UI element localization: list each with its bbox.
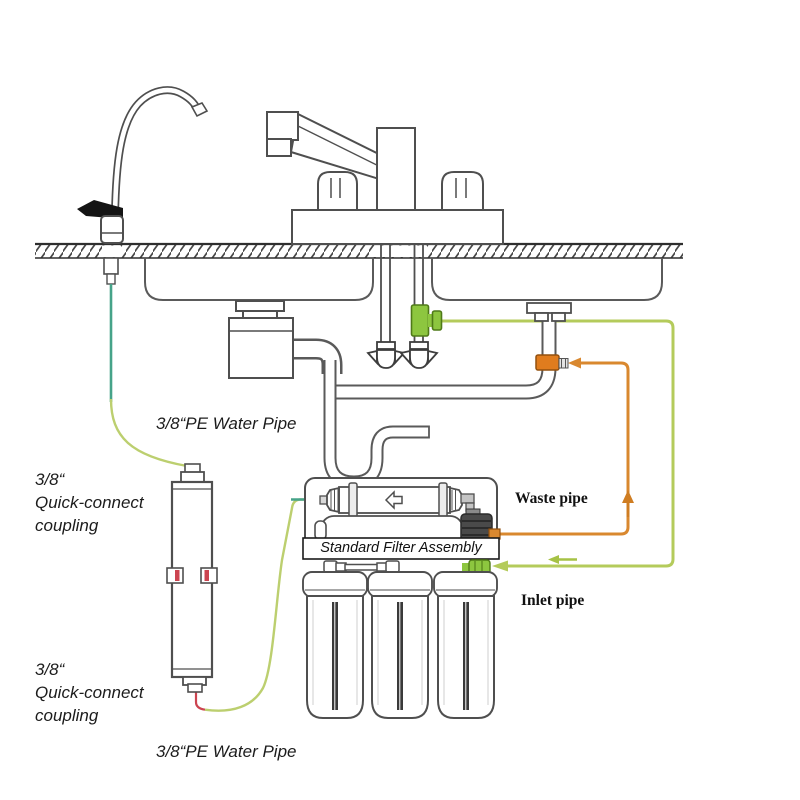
countertop	[35, 242, 683, 259]
waste-flow-arrow-icon	[622, 490, 634, 517]
inlet-pipe-line	[441, 319, 675, 572]
drinking-faucet-handle	[77, 200, 123, 219]
drinking-faucet-base	[100, 215, 124, 244]
inlet-flow-arrowhead-icon	[492, 560, 508, 572]
shutoff-valve-left	[366, 341, 406, 369]
drain-assembly-left	[228, 300, 294, 379]
filter-assembly	[302, 477, 501, 719]
kitchen-faucet-handle-left	[317, 171, 358, 211]
canister-connector	[323, 560, 400, 573]
shutoff-valve-right	[399, 341, 439, 369]
label-quick-connect-upper: 3/8“ Quick-connect coupling	[35, 470, 144, 535]
feed-water-valve	[410, 304, 443, 337]
drain-flange-right	[526, 302, 572, 322]
label-filter-assembly: Standard Filter Assembly	[320, 540, 482, 556]
waste-pipe-line	[498, 357, 634, 536]
filter-canisters	[302, 571, 498, 719]
drain-saddle-clamp	[535, 354, 569, 371]
drinking-faucet	[77, 86, 209, 285]
kitchen-faucet-aerator	[266, 138, 292, 157]
sink-basin-left	[144, 258, 374, 301]
kitchen-faucet-body	[376, 127, 416, 211]
waste-flow-arrowhead-icon	[568, 357, 581, 369]
kitchen-faucet-handle-right	[441, 171, 484, 211]
tube-inline-filter-out-red	[194, 690, 206, 711]
tube-to-assembly	[204, 498, 310, 712]
label-inlet-pipe: Inlet pipe	[521, 592, 585, 609]
kitchen-faucet-base	[291, 209, 504, 245]
label-pe-pipe-top: 3/8“PE Water Pipe	[156, 414, 297, 433]
label-quick-connect-lower: 3/8“ Quick-connect coupling	[35, 660, 144, 725]
sink-basin-right	[431, 258, 663, 301]
flow-direction-arrow-icon	[384, 490, 403, 510]
inline-filter	[166, 463, 218, 693]
supply-pipes	[380, 245, 424, 343]
inlet-flow-arrow-icon	[548, 555, 577, 564]
tube-to-inline-filter	[109, 398, 188, 468]
assembly-label-plate	[302, 537, 500, 560]
label-waste-pipe: Waste pipe	[515, 490, 588, 507]
drinking-faucet-tip	[190, 102, 209, 118]
label-pe-pipe-bottom: 3/8“PE Water Pipe	[156, 742, 297, 761]
inline-filter-clips	[166, 567, 218, 584]
kitchen-faucet	[266, 111, 504, 245]
